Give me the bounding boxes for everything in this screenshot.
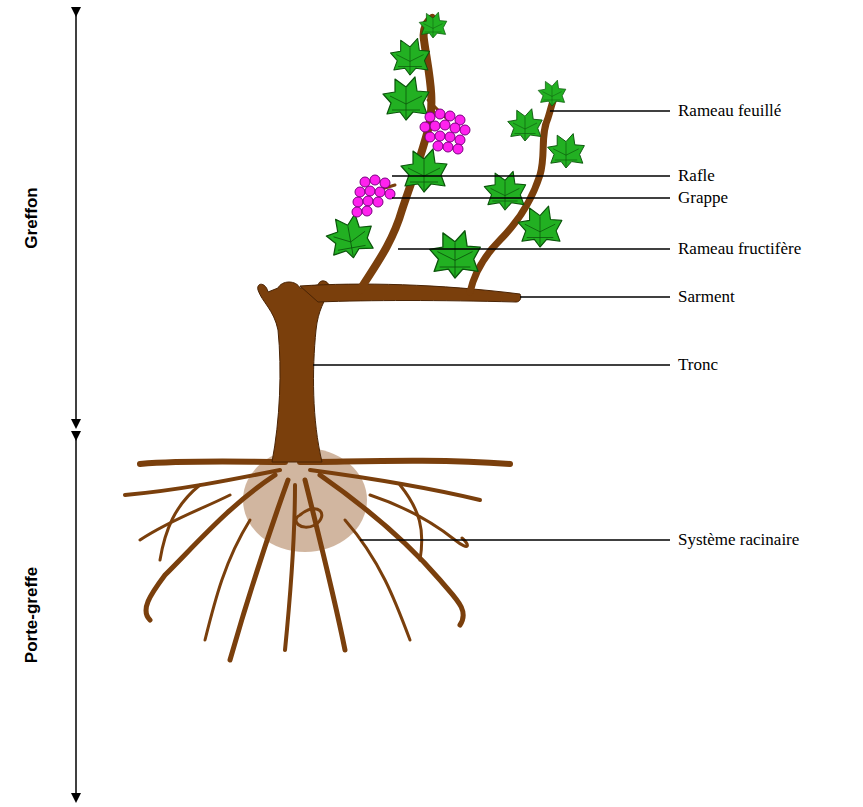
section-label: Porte-greffe [22,567,42,663]
shoot [360,18,556,292]
section-label: Greffon [22,187,42,248]
leaf [323,12,584,278]
part-label: Tronc [678,355,718,375]
part-label: Rafle [678,166,715,186]
part-label: Sarment [678,287,735,307]
part-label: Système racinaire [678,530,799,550]
root-system [125,461,510,660]
part-label: Rameau feuillé [678,101,781,121]
trunk [258,281,521,462]
grape-cluster [352,109,470,217]
part-label: Grappe [678,188,728,208]
bracket-arrow [76,12,77,798]
part-label: Rameau fructifère [678,239,801,259]
leader-line [313,111,670,540]
